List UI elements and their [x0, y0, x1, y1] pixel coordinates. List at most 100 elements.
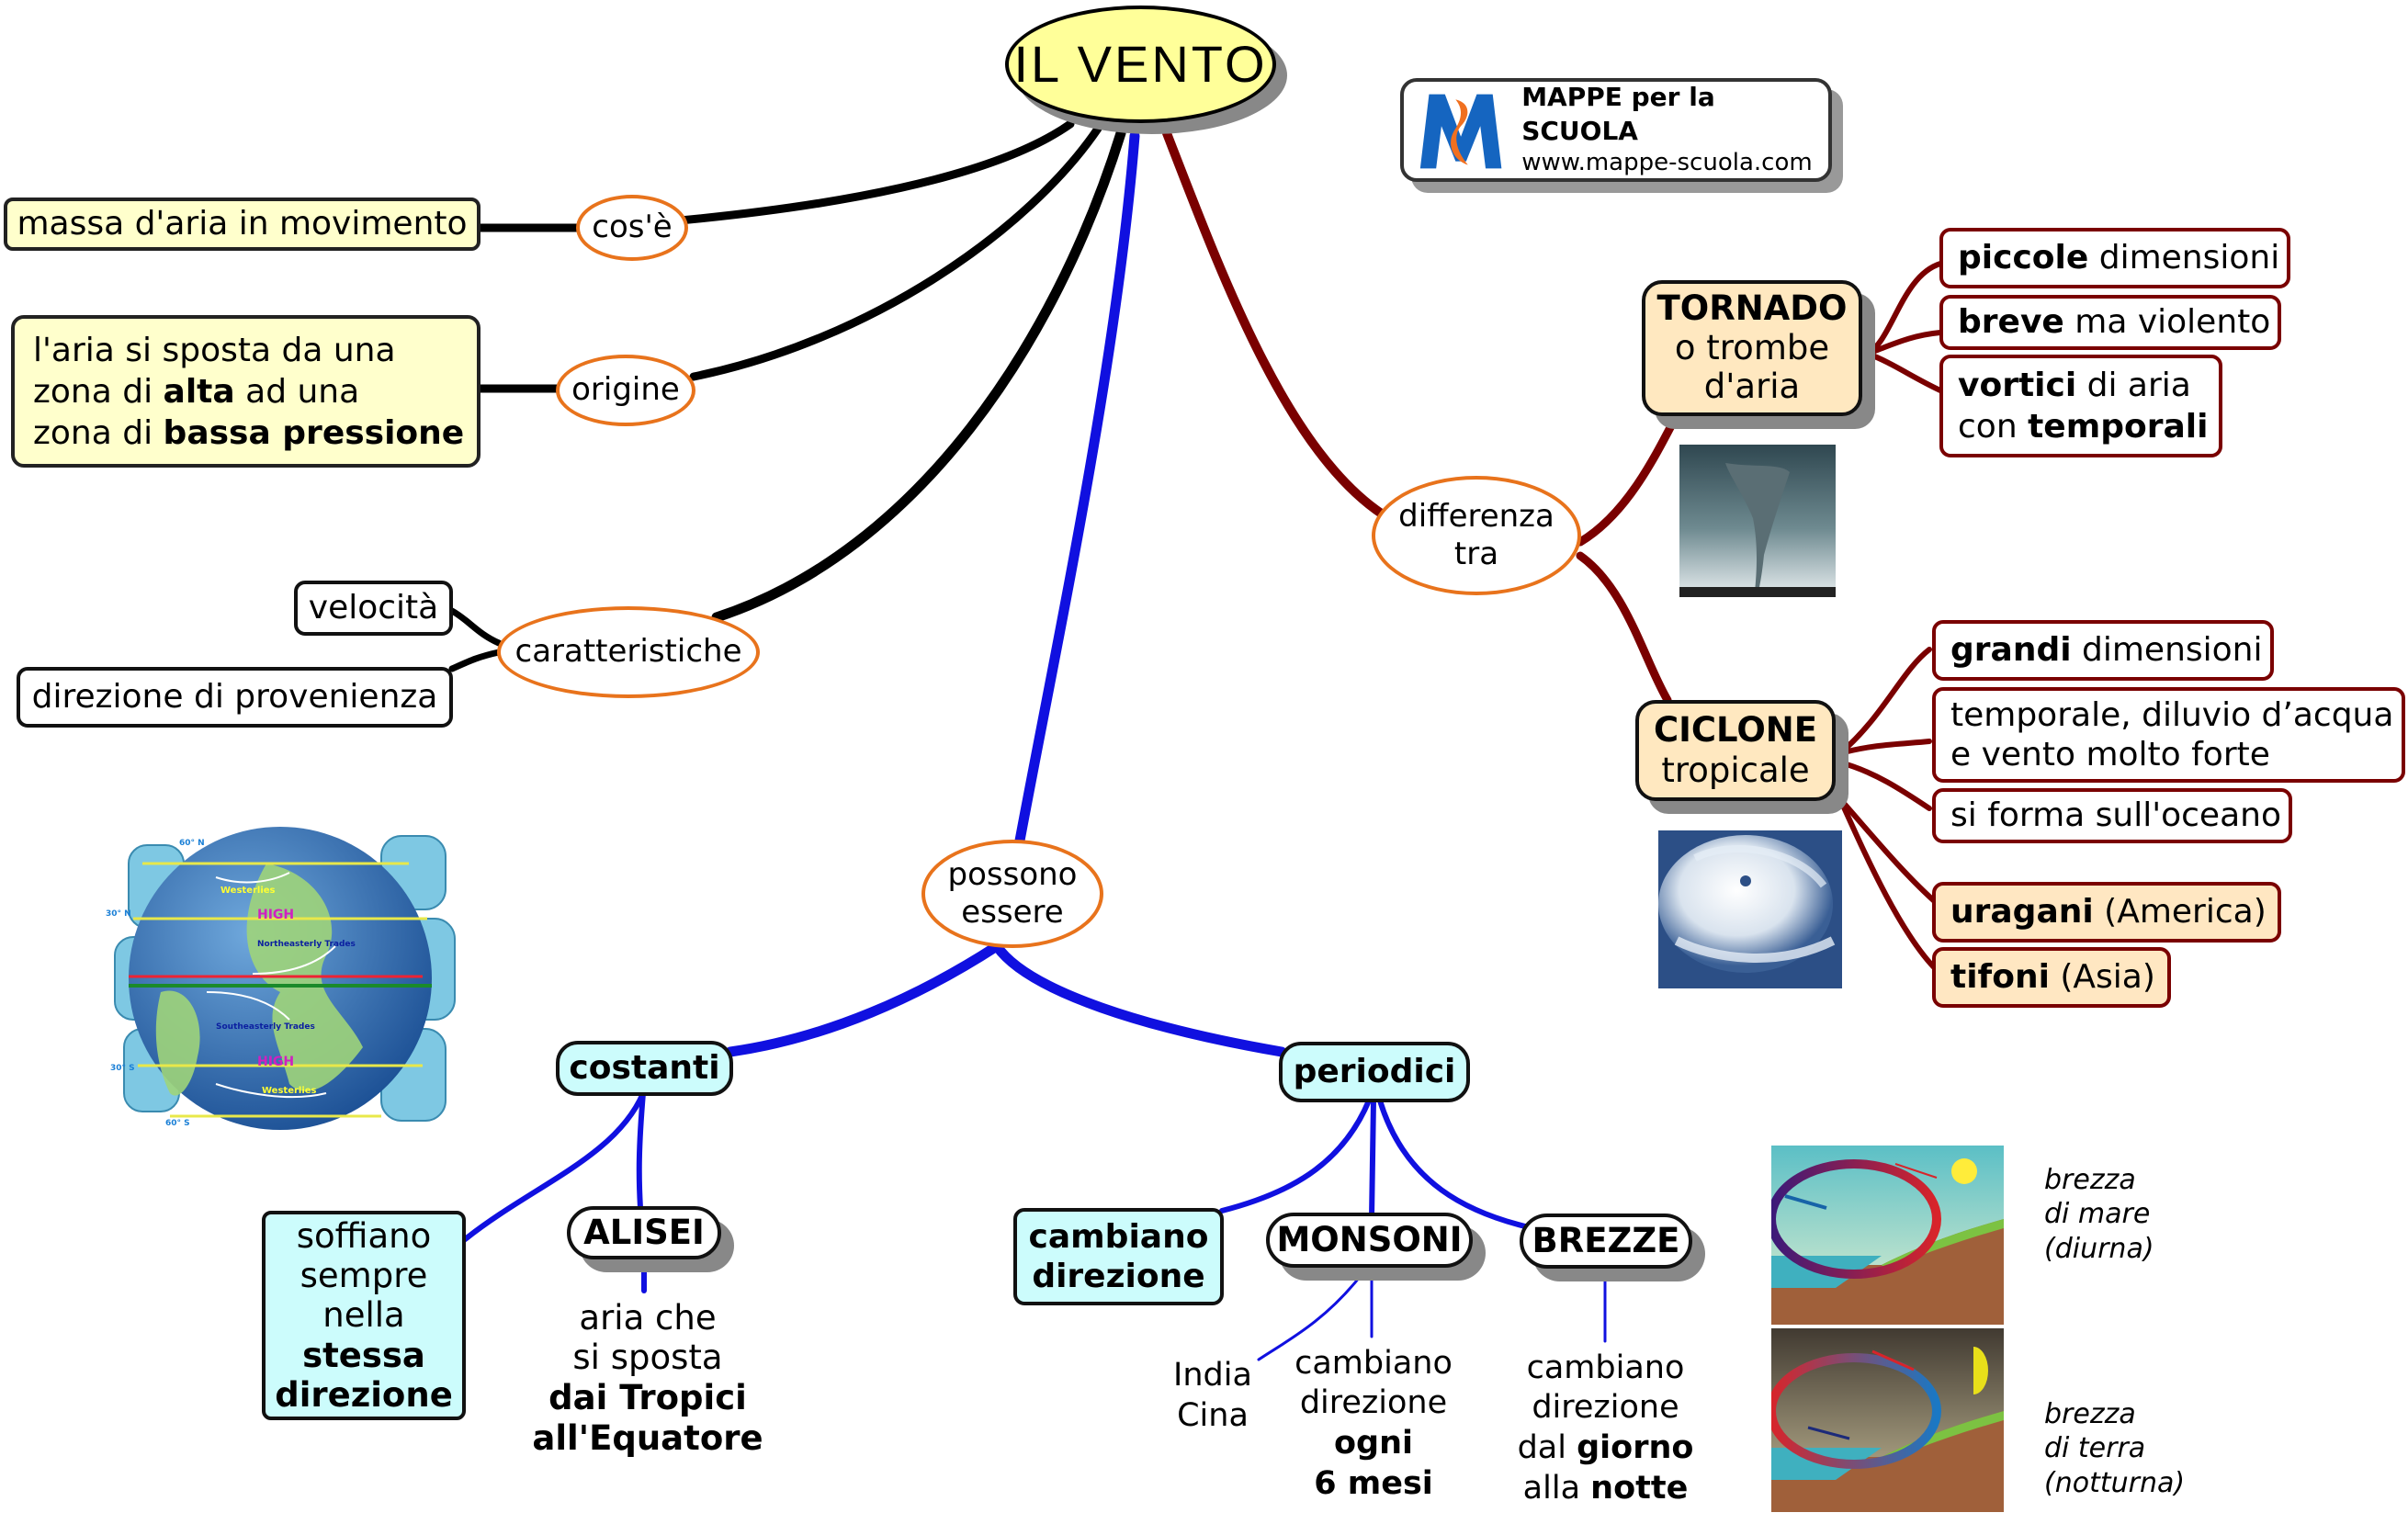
logo-m-icon — [1419, 94, 1502, 168]
link-periodici-cambiano — [1219, 1098, 1372, 1214]
example-alisei-label: ALISEI — [583, 1213, 705, 1253]
link-differenza-tornado — [1576, 411, 1681, 547]
connector-origine[interactable]: origine — [556, 355, 695, 426]
link-tornado-f1 — [1865, 261, 1943, 356]
ciclone-feature-2-line1: temporale, diluvio d’acqua — [1950, 695, 2394, 734]
characteristic-direzione[interactable]: direzione di provenienza — [17, 667, 453, 728]
svg-text:Southeasterly Trades: Southeasterly Trades — [216, 1022, 315, 1032]
title-node[interactable]: IL VENTO — [1005, 6, 1276, 123]
monsoni-desc-line: direzione — [1299, 1384, 1448, 1422]
link-ciclone-f3 — [1837, 760, 1932, 811]
origin-line1: l'aria si sposta da una — [33, 331, 396, 369]
logo-url[interactable]: www.mappe-scuola.com — [1521, 149, 1813, 176]
periodic-monsoni-label: MONSONI — [1276, 1220, 1463, 1260]
link-periodici-monsoni — [1369, 1098, 1376, 1220]
ciclone-feature-2[interactable]: temporale, diluvio d’acqua e vento molto… — [1932, 687, 2405, 783]
definition-text: massa d'aria in movimento — [17, 205, 468, 243]
connector-differenza-line1: differenza — [1398, 497, 1554, 535]
monsoni-desc-bold: 6 mesi — [1314, 1464, 1433, 1502]
svg-text:Westerlies: Westerlies — [262, 1086, 317, 1096]
link-title-cose — [675, 119, 1075, 225]
land-breeze-caption: brezza di terra (notturna) — [2044, 1394, 2246, 1504]
ciclone-feature-1-text: grandi dimensioni — [1950, 631, 2263, 670]
tornado-feature-3-line1: vortici di aria — [1958, 367, 2191, 404]
caption-line: (notturna) — [2044, 1466, 2186, 1499]
sea-breeze-caption: brezza di mare (diurna) — [2044, 1159, 2228, 1270]
costanti-description[interactable]: soffiano sempre nella stessa direzione — [262, 1211, 466, 1420]
characteristic-velocita-text: velocità — [308, 589, 439, 627]
caption-line: (diurna) — [2044, 1232, 2154, 1265]
tornado-feature-3[interactable]: vortici di aria con temporali — [1939, 355, 2222, 457]
type-periodici[interactable]: periodici — [1279, 1042, 1470, 1102]
monsoni-desc-bold: ogni — [1333, 1425, 1413, 1462]
ciclone-name-uragani[interactable]: uragani (America) — [1932, 882, 2281, 943]
costanti-desc-line: nella — [322, 1295, 405, 1336]
globe-wind-image: Westerlies HIGH Northeasterly Trades Sou… — [106, 808, 464, 1148]
link-tornado-f3 — [1865, 351, 1943, 393]
uragani-text: uragani (America) — [1950, 893, 2267, 931]
tornado-subtitle: o trombe — [1674, 327, 1830, 367]
tornado-feature-2[interactable]: breve ma violento — [1939, 295, 2281, 350]
periodic-brezze-label: BREZZE — [1532, 1221, 1680, 1261]
ciclone-feature-1[interactable]: grandi dimensioni — [1932, 620, 2274, 681]
connector-possono-essere[interactable]: possono essere — [921, 840, 1103, 948]
connector-possono-line2: essere — [961, 894, 1064, 931]
periodic-brezze[interactable]: BREZZE — [1520, 1214, 1692, 1269]
sea-breeze-image — [1771, 1146, 2004, 1325]
alisei-desc-line: aria che — [579, 1297, 717, 1338]
svg-text:30° N: 30° N — [106, 909, 131, 919]
link-title-possono — [1014, 130, 1140, 846]
cyclone-satellite-image — [1658, 830, 1842, 988]
alisei-desc-line: si sposta — [572, 1338, 723, 1378]
connector-caratteristiche-label: caratteristiche — [514, 633, 742, 671]
periodici-desc-line: direzione — [1032, 1258, 1205, 1295]
svg-text:HIGH: HIGH — [257, 1055, 294, 1069]
link-title-differenza — [1162, 129, 1387, 519]
characteristic-velocita[interactable]: velocità — [294, 581, 453, 636]
link-monsoni-places — [1257, 1275, 1362, 1361]
tornado-title: TORNADO — [1656, 288, 1848, 329]
costanti-desc-bold: direzione — [275, 1374, 453, 1415]
ciclone-node[interactable]: CICLONE tropicale — [1635, 700, 1836, 801]
caption-line: brezza — [2044, 1163, 2136, 1196]
svg-text:60° N: 60° N — [179, 839, 205, 848]
alisei-desc-bold: all'Equatore — [532, 1417, 763, 1458]
link-ciclone-tifoni — [1837, 796, 1941, 975]
alisei-desc-bold: dai Tropici — [548, 1378, 747, 1417]
alisei-description: aria che si sposta dai Tropici all'Equat… — [514, 1295, 781, 1461]
ciclone-feature-3[interactable]: si forma sull'oceano — [1932, 788, 2292, 843]
place-cina: Cina — [1177, 1397, 1249, 1434]
link-ciclone-uragani — [1837, 796, 1941, 908]
connector-caratteristiche[interactable]: caratteristiche — [497, 606, 760, 698]
periodici-description[interactable]: cambiano direzione — [1013, 1208, 1224, 1305]
example-alisei[interactable]: ALISEI — [567, 1206, 721, 1259]
brezze-desc-line: cambiano — [1526, 1349, 1685, 1386]
connector-cose-label: cos'è — [592, 209, 673, 246]
ciclone-name-tifoni[interactable]: tifoni (Asia) — [1932, 947, 2171, 1008]
link-ciclone-f1 — [1837, 647, 1932, 756]
type-costanti[interactable]: costanti — [556, 1041, 733, 1096]
type-costanti-label: costanti — [569, 1049, 720, 1088]
tornado-feature-3-line2: con temporali — [1958, 408, 2209, 446]
costanti-desc-line: soffiano — [296, 1215, 432, 1256]
link-title-caratteristiche — [711, 128, 1126, 623]
connector-differenza-tra[interactable]: differenza tra — [1372, 476, 1581, 595]
svg-text:30° S: 30° S — [110, 1064, 135, 1073]
connector-cose[interactable]: cos'è — [576, 195, 688, 261]
brezze-desc-line: direzione — [1532, 1389, 1679, 1427]
ciclone-title: CICLONE — [1653, 709, 1818, 750]
brezze-description: cambiano direzione dal giorno alla notte — [1493, 1341, 1718, 1516]
definition-box[interactable]: massa d'aria in movimento — [4, 198, 480, 251]
connector-origine-label: origine — [571, 371, 680, 409]
logo-box[interactable]: MAPPE per la SCUOLA www.mappe-scuola.com — [1400, 78, 1832, 182]
tornado-feature-1[interactable]: piccole dimensioni — [1939, 228, 2290, 288]
tornado-node[interactable]: TORNADO o trombe d'aria — [1642, 280, 1862, 416]
origin-box[interactable]: l'aria si sposta da una zona di alta ad … — [11, 315, 480, 468]
periodic-monsoni[interactable]: MONSONI — [1266, 1213, 1473, 1268]
costanti-desc-bold: stessa — [302, 1335, 425, 1375]
link-possono-costanti — [725, 941, 1002, 1057]
link-tornado-f2 — [1865, 330, 1943, 356]
link-caratteristiche-velocita — [448, 607, 503, 647]
connector-differenza-line2: tra — [1453, 536, 1499, 572]
